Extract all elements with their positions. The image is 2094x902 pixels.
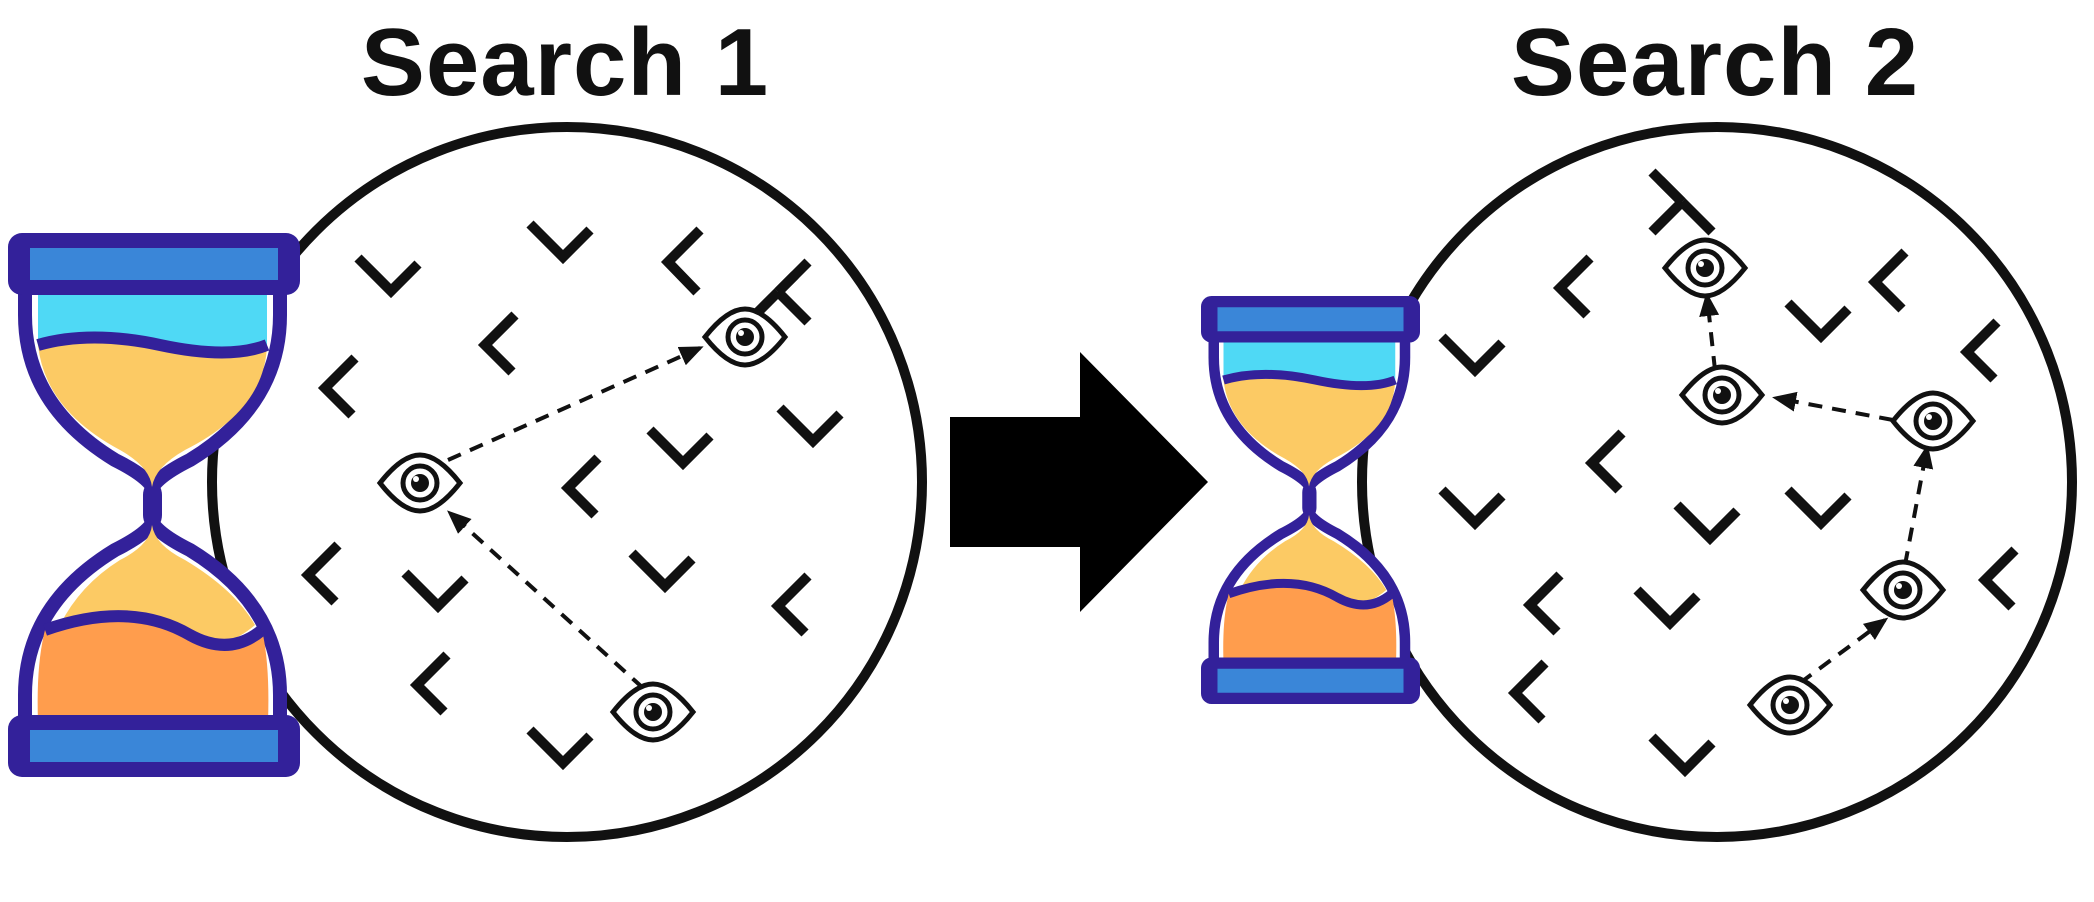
target-letter-t: [1648, 168, 1716, 236]
search-1-title: Search 1: [360, 9, 770, 116]
search-1-scan-path: [447, 346, 704, 690]
target-letter-t: [744, 258, 812, 326]
search-2-scan-path: [1699, 292, 1934, 685]
search-1-panel: [207, 122, 927, 842]
distractor-letters: [1438, 248, 2019, 778]
search-2-title: Search 2: [1510, 9, 1920, 116]
distractor-letters: [300, 220, 844, 771]
search-2-panel: [1357, 122, 2077, 842]
arrow-right-icon: [950, 352, 1208, 612]
search-2-display-circle: [1357, 122, 2077, 842]
